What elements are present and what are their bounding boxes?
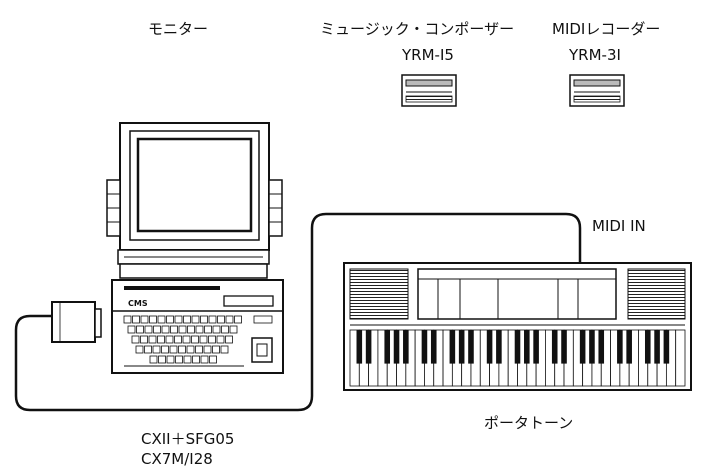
monitor-label: モニター	[148, 20, 208, 38]
yrm31-label: YRM-3I	[569, 46, 621, 64]
yrm15-label: YRM-I5	[402, 46, 454, 64]
portatone-keyboard	[344, 263, 691, 390]
sfg05-module	[52, 302, 101, 342]
midi-in-label: MIDI IN	[592, 217, 646, 235]
computer: CMS	[112, 280, 283, 373]
right-speaker-grille	[628, 269, 685, 319]
music-composer-label: ミュージック・コンポーザー	[320, 20, 514, 38]
midi-recorder-label: MIDIレコーダー	[552, 20, 660, 38]
monitor-screen	[138, 139, 251, 231]
monitor	[107, 123, 282, 278]
left-speaker-grille	[350, 269, 408, 319]
control-panel	[418, 269, 616, 319]
computer-label-line2: CX7M/I28	[141, 450, 213, 468]
portatone-label: ポータトーン	[484, 414, 573, 432]
computer-brand: CMS	[128, 299, 148, 308]
piano-keys	[350, 330, 685, 386]
cartridge-yrm31	[570, 75, 624, 106]
cartridge-yrm15	[402, 75, 456, 106]
computer-label-line1: CXII＋SFG05	[141, 430, 234, 448]
